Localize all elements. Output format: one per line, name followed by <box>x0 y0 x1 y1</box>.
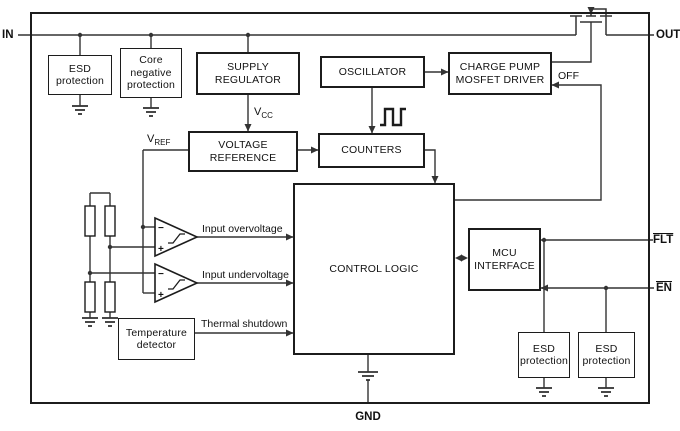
comparator-plus: + <box>158 244 164 255</box>
hysteresis-icon <box>168 233 185 244</box>
junction-dot <box>245 32 251 38</box>
junction-dot <box>140 224 146 230</box>
resistor <box>104 281 116 313</box>
block-mcu-interface: MCU INTERFACE <box>468 228 541 291</box>
arrowhead <box>455 254 462 262</box>
block-core-negative-protection: Core negative protection <box>120 48 182 98</box>
comparator-triangle <box>154 262 199 304</box>
pin-in: IN <box>2 29 14 41</box>
block-oscillator: OSCILLATOR <box>320 56 425 88</box>
comparator-plus: + <box>158 290 164 301</box>
junction-dot <box>107 244 113 250</box>
vref-label: VREF <box>147 133 170 149</box>
resistor-divider <box>84 205 116 313</box>
junction-dot <box>87 270 93 276</box>
vcc-sub: CC <box>261 111 273 121</box>
junction-dot <box>77 32 83 38</box>
junction-dots <box>77 32 609 291</box>
vref-sub: REF <box>154 138 171 148</box>
wire-off <box>455 81 602 201</box>
pin-en: EN <box>656 282 672 294</box>
label-input-undervoltage: Input undervoltage <box>202 269 289 281</box>
vcc-base: V <box>254 106 262 118</box>
junction-dot <box>148 32 154 38</box>
wire-counters-control <box>425 149 439 184</box>
ground-icon <box>102 317 118 327</box>
block-voltage-reference: VOLTAGE REFERENCE <box>188 131 298 172</box>
resistor <box>84 281 96 313</box>
comparator-minus: − <box>158 269 164 280</box>
ground-icons <box>72 95 614 397</box>
junction-dot <box>603 285 609 291</box>
ground-icon <box>598 378 614 397</box>
wires <box>18 22 654 404</box>
block-counters: COUNTERS <box>318 133 425 168</box>
block-charge-pump-mosfet-driver: CHARGE PUMP MOSFET DRIVER <box>448 52 552 95</box>
junction-dot <box>541 237 547 243</box>
block-supply-regulator: SUPPLY REGULATOR <box>196 52 300 95</box>
block-esd-protection-flt: ESD protection <box>518 332 570 378</box>
off-signal-label: OFF <box>558 70 579 82</box>
bidirectional-arrowheads <box>455 254 468 262</box>
block-esd-protection-top: ESD protection <box>48 55 112 95</box>
chip-boundary <box>30 12 650 404</box>
comparator-undervoltage-icon: − + <box>154 262 199 304</box>
hysteresis-icon <box>168 279 185 290</box>
wire-gate-drive <box>552 22 592 63</box>
comparator-triangle <box>154 216 199 258</box>
pin-gnd: GND <box>355 411 381 423</box>
block-control-logic: CONTROL LOGIC <box>293 183 455 355</box>
ground-icon <box>82 317 98 327</box>
comparator-minus: − <box>158 223 164 234</box>
block-esd-protection-en: ESD protection <box>578 332 635 378</box>
vref-base: V <box>147 133 155 145</box>
arrowhead <box>461 254 468 262</box>
label-thermal-shutdown: Thermal shutdown <box>201 318 288 330</box>
ground-icon <box>536 378 552 397</box>
ground-icon <box>72 95 88 115</box>
block-temperature-detector: Temperature detector <box>118 318 195 360</box>
ground-icon <box>358 371 378 381</box>
pin-out: OUT <box>656 29 680 41</box>
comparator-overvoltage-icon: − + <box>154 216 199 258</box>
resistor <box>84 205 96 237</box>
pin-flt: FLT <box>653 234 674 246</box>
ground-icon <box>143 98 159 117</box>
resistor <box>104 205 116 237</box>
clock-waveform-icon <box>380 107 406 127</box>
label-input-overvoltage: Input overvoltage <box>202 223 283 235</box>
vcc-label: VCC <box>254 106 273 122</box>
